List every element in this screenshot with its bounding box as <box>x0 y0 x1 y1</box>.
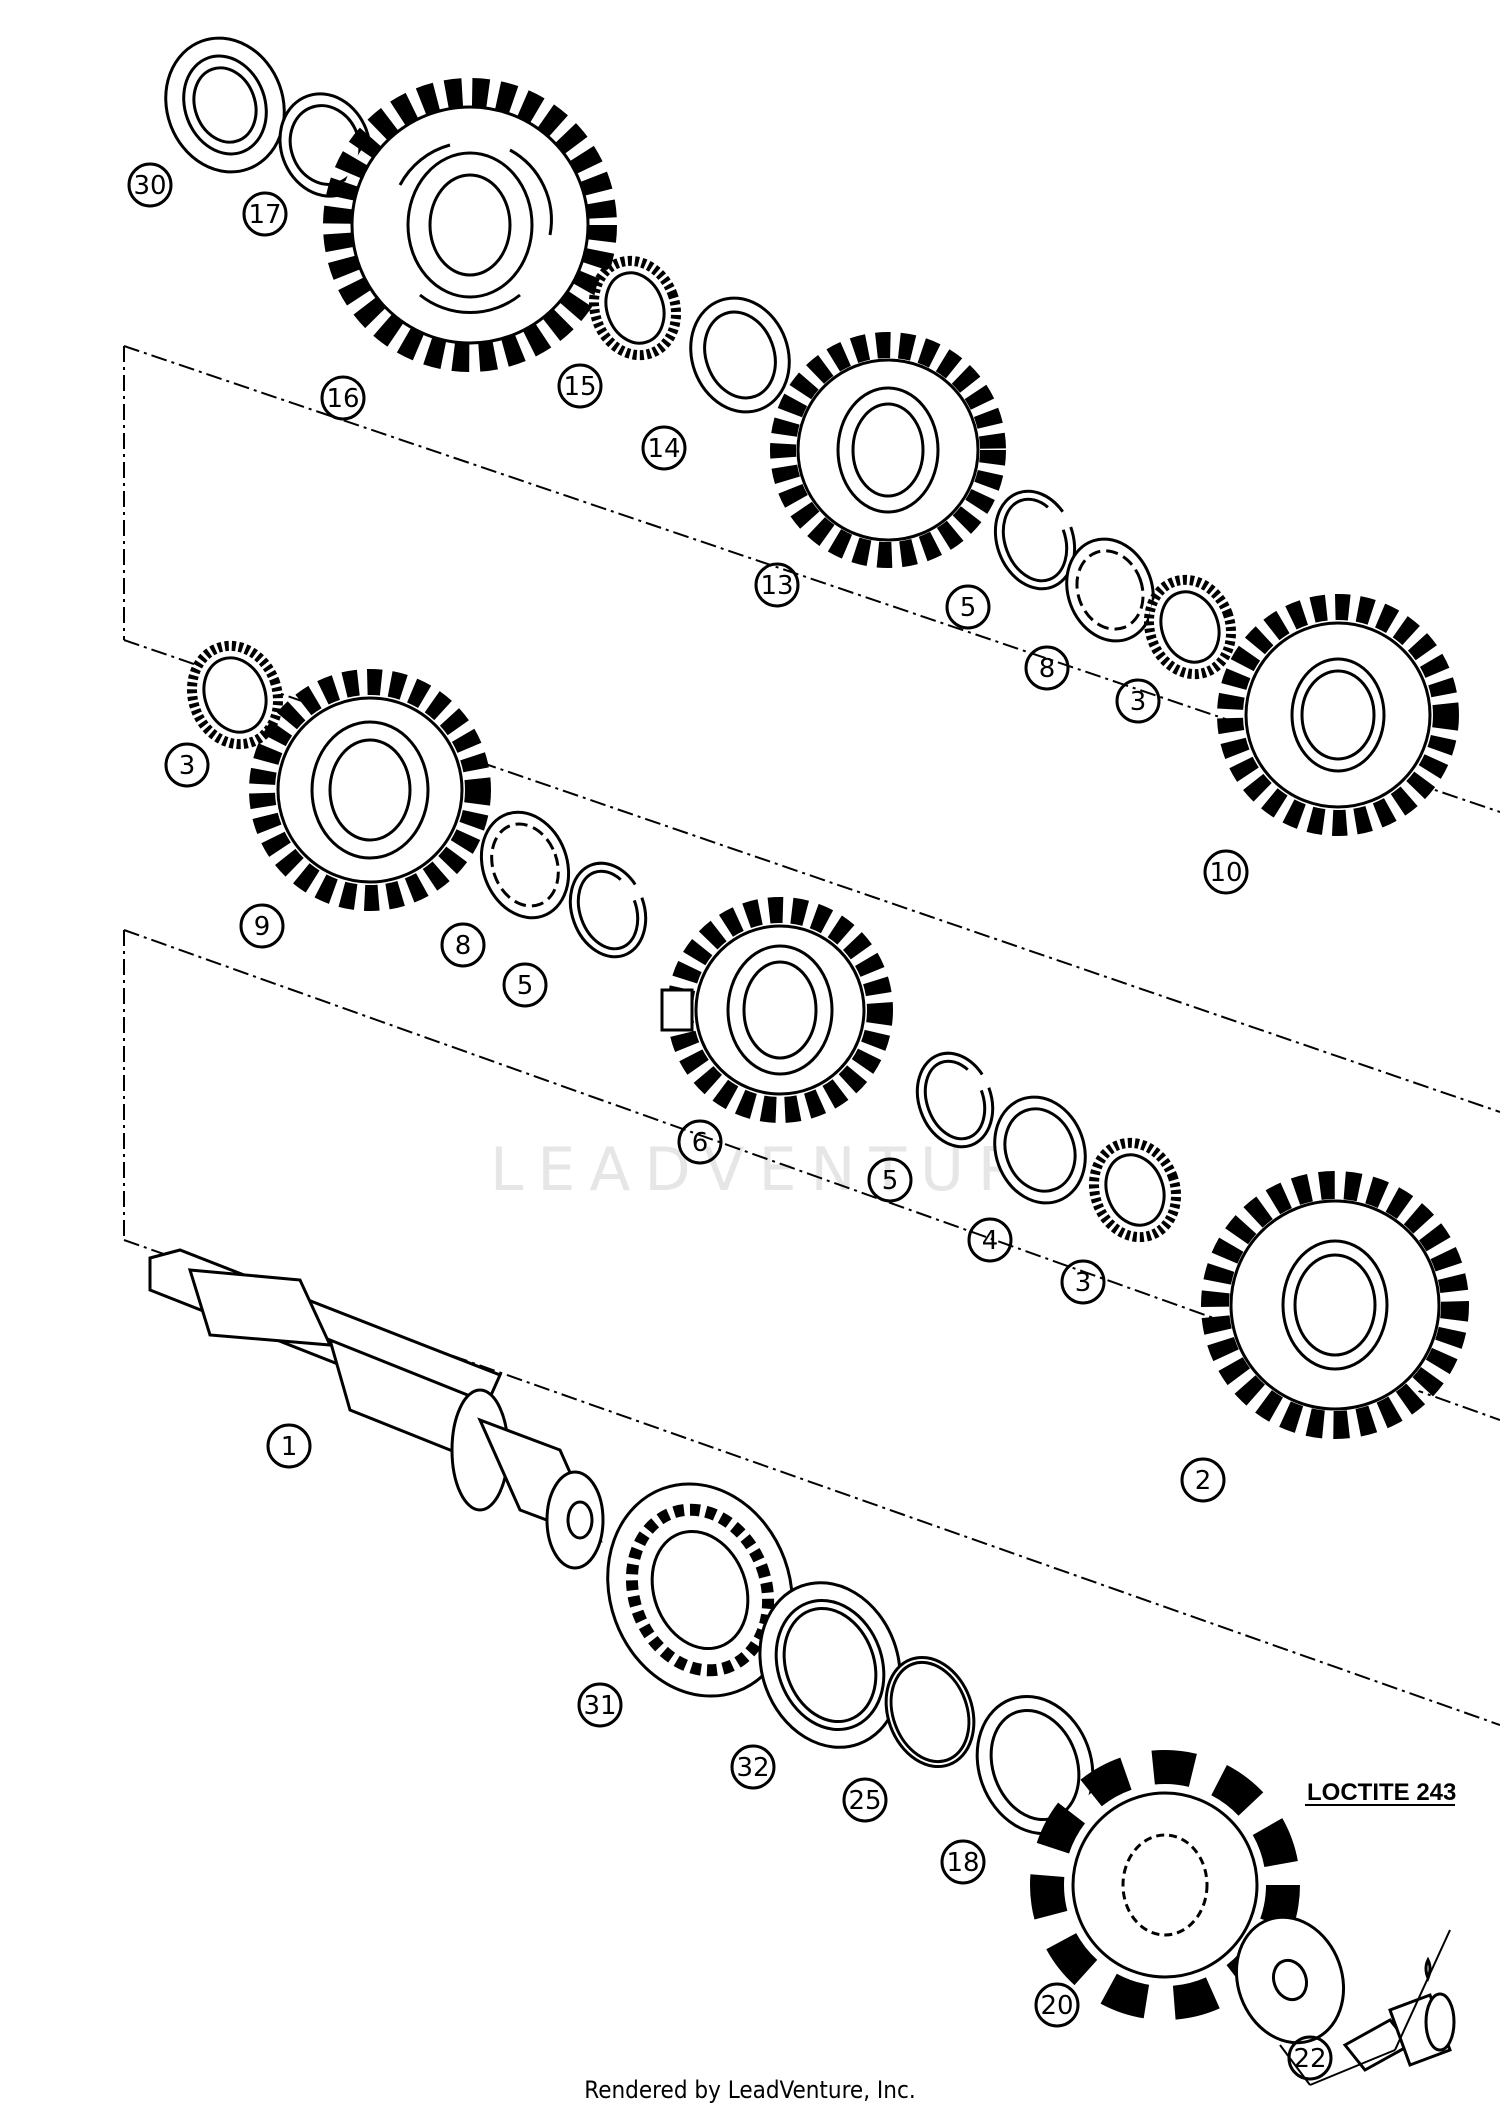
callout-5b: 5 <box>502 962 548 1008</box>
part-31-bearing <box>606 1482 794 1698</box>
callout-31: 31 <box>577 1682 623 1728</box>
callout-16: 16 <box>320 375 366 421</box>
svg-text:10: 10 <box>1209 858 1242 888</box>
part-32-seal <box>758 1581 902 1749</box>
svg-text:3: 3 <box>1130 687 1147 717</box>
svg-text:30: 30 <box>133 171 166 201</box>
svg-text:2: 2 <box>1195 1466 1212 1496</box>
part-3-needle-bearing-b <box>186 640 284 750</box>
callout-25: 25 <box>842 1777 888 1823</box>
part-4-washer <box>993 1095 1087 1205</box>
part-13-gear <box>770 332 1006 568</box>
part-25-o-ring <box>884 1655 976 1769</box>
part-20-sprocket <box>1030 1750 1300 2020</box>
svg-text:5: 5 <box>882 1166 899 1196</box>
svg-text:31: 31 <box>583 1691 616 1721</box>
callout-22: 22 <box>1287 2035 1333 2081</box>
leader-lines <box>1279 1804 1455 2086</box>
part-8-splined-washer-a <box>1065 537 1155 643</box>
callout-15: 15 <box>557 363 603 409</box>
callout-6: 6 <box>677 1119 723 1165</box>
part-22-washer <box>1234 1915 1346 2045</box>
part-18-spacer <box>975 1694 1095 1836</box>
svg-text:3: 3 <box>1075 1268 1092 1298</box>
svg-text:6: 6 <box>692 1128 709 1158</box>
callout-30: 30 <box>127 162 173 208</box>
callout-3a: 3 <box>1115 678 1161 724</box>
watermark: LEADVENTURE <box>490 1135 1086 1205</box>
callout-1: 1 <box>266 1423 312 1469</box>
svg-text:1: 1 <box>281 1432 298 1462</box>
part-10-gear <box>1217 594 1459 836</box>
callout-5a: 5 <box>945 584 991 630</box>
svg-text:9: 9 <box>254 912 271 942</box>
callout-3b: 3 <box>164 742 210 788</box>
callout-5c: 5 <box>867 1157 913 1203</box>
svg-text:25: 25 <box>848 1786 881 1816</box>
callout-10: 10 <box>1203 849 1249 895</box>
svg-text:5: 5 <box>517 971 534 1001</box>
svg-text:13: 13 <box>760 571 793 601</box>
callout-17: 17 <box>242 191 288 237</box>
svg-text:8: 8 <box>1039 654 1056 684</box>
svg-text:3: 3 <box>179 751 196 781</box>
svg-text:8: 8 <box>455 931 472 961</box>
callout-18: 18 <box>940 1839 986 1885</box>
part-5-circlip-a <box>993 489 1077 591</box>
part-22-bolt <box>1342 1992 1456 2072</box>
callout-14: 14 <box>641 425 687 471</box>
callout-3c: 3 <box>1060 1259 1106 1305</box>
part-8-splined-washer-b <box>479 810 571 920</box>
part-1-main-shaft <box>148 1248 605 1570</box>
callout-32: 32 <box>730 1744 776 1790</box>
render-credit: Rendered by LeadVenture, Inc. <box>584 2076 915 2104</box>
part-3-needle-bearing-a <box>1143 574 1237 680</box>
part-2-gear <box>1201 1171 1469 1439</box>
callout-2: 2 <box>1180 1457 1226 1503</box>
loctite-note: LOCTITE 243 <box>1307 1779 1456 1806</box>
part-30-bearing <box>164 36 286 174</box>
part-5-circlip-c <box>915 1051 995 1149</box>
svg-text:18: 18 <box>946 1848 979 1878</box>
part-16-gear <box>323 78 617 372</box>
svg-text:22: 22 <box>1293 2044 1326 2074</box>
part-6-gear <box>660 897 893 1123</box>
callout-4: 4 <box>967 1217 1013 1263</box>
part-15-needle-bearing <box>588 255 682 361</box>
part-5-circlip-b <box>568 861 648 959</box>
svg-text:20: 20 <box>1040 1991 1073 2021</box>
callout-20: 20 <box>1034 1982 1080 2028</box>
svg-text:17: 17 <box>248 200 281 230</box>
callout-8b: 8 <box>440 922 486 968</box>
svg-text:15: 15 <box>563 372 596 402</box>
part-3-needle-bearing-c <box>1088 1137 1182 1243</box>
svg-text:14: 14 <box>647 434 680 464</box>
callout-9: 9 <box>239 903 285 949</box>
svg-text:32: 32 <box>736 1753 769 1783</box>
svg-text:4: 4 <box>982 1226 999 1256</box>
svg-text:5: 5 <box>960 593 977 623</box>
callout-13: 13 <box>754 562 800 608</box>
part-9-gear <box>249 669 491 911</box>
part-14-washer <box>689 296 791 414</box>
svg-text:16: 16 <box>326 384 359 414</box>
callouts: 30 17 16 15 14 13 5 8 3 10 3 9 8 5 6 5 4… <box>127 162 1333 2081</box>
callout-8a: 8 <box>1024 645 1070 691</box>
